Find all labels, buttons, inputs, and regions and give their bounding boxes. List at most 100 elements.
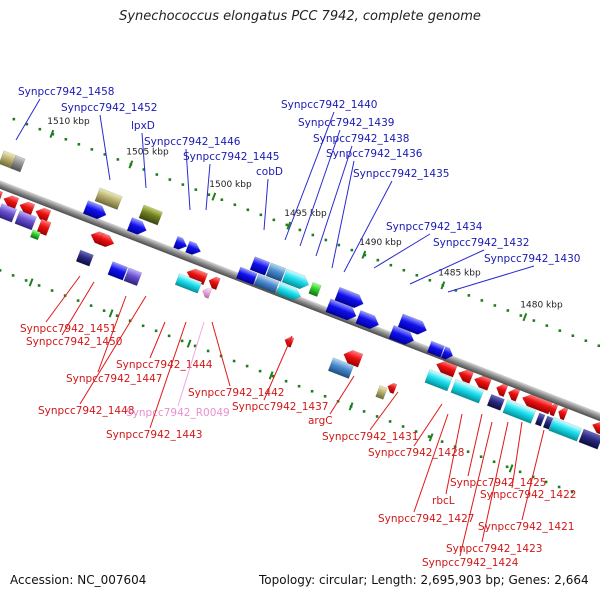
forward-gene-18 xyxy=(355,310,380,330)
forward-gene-16-shape xyxy=(334,286,364,309)
bottom-gene-label-pointer xyxy=(369,391,399,431)
scale-dot xyxy=(167,334,171,338)
scale-dot xyxy=(480,299,484,302)
forward-gene-9-shape xyxy=(249,256,271,276)
reverse-gene-32 xyxy=(502,399,537,424)
top-gene-label: Synpcc7942_1430 xyxy=(484,253,580,265)
scale-dot xyxy=(571,334,575,337)
reverse-gene-36-shape xyxy=(534,412,546,427)
top-gene-label-pointer xyxy=(15,98,41,141)
forward-gene-21 xyxy=(426,340,445,358)
scale-dot xyxy=(115,314,119,318)
scale-dot xyxy=(24,279,28,282)
bottom-gene-label: Synpcc7942_1442 xyxy=(188,387,284,399)
scale-dot xyxy=(557,485,561,489)
scale-dot xyxy=(220,198,224,202)
scale-dot xyxy=(532,319,536,322)
scale-dot xyxy=(544,480,548,484)
forward-gene-6-shape xyxy=(126,217,147,235)
forward-gene-7 xyxy=(173,235,188,250)
reverse-gene-24-shape xyxy=(436,360,458,378)
scale-dot xyxy=(389,263,393,267)
reverse-gene-34 xyxy=(548,403,559,417)
forward-gene-21-shape xyxy=(426,340,445,358)
reverse-gene-6-shape xyxy=(0,203,18,223)
top-gene-label-pointer xyxy=(331,160,355,269)
top-gene-label-pointer xyxy=(263,178,269,231)
bottom-gene-label-pointer xyxy=(45,275,81,323)
forward-gene-3-shape xyxy=(94,187,123,210)
reverse-gene-13 xyxy=(107,261,129,281)
scale-dot xyxy=(168,178,172,181)
bottom-gene-label: Synpcc7942_1424 xyxy=(422,557,519,569)
scale-dot xyxy=(467,294,471,297)
forward-gene-6 xyxy=(126,217,147,235)
rna-gene-label-pointer xyxy=(177,321,205,407)
bottom-gene-label-pointer xyxy=(521,429,545,521)
scale-dot xyxy=(272,218,276,222)
scale-dot xyxy=(388,420,392,423)
bottom-gene-label: Synpcc7942_1431 xyxy=(322,431,418,443)
tick-mark xyxy=(361,250,367,259)
forward-gene-22-shape xyxy=(440,346,454,360)
bottom-gene-label: Synpcc7942_1425 xyxy=(450,477,546,489)
reverse-gene-28 xyxy=(450,379,485,404)
scale-dot xyxy=(103,153,107,156)
forward-gene-19-shape xyxy=(397,313,427,335)
scale-dot xyxy=(415,273,419,277)
forward-gene-5 xyxy=(138,204,163,226)
forward-gene-3 xyxy=(94,187,123,210)
scale-dot xyxy=(246,208,250,212)
tick-mark xyxy=(49,129,55,138)
scale-dot xyxy=(492,460,496,464)
forward-gene-7-shape xyxy=(173,235,188,250)
forward-gene-10 xyxy=(265,262,287,282)
scale-dot xyxy=(284,379,288,383)
inner-tick-mark xyxy=(508,464,514,473)
forward-gene-14 xyxy=(253,273,280,294)
scale-dot xyxy=(37,284,41,287)
reverse-gene-14 xyxy=(123,267,143,287)
scale-dot xyxy=(128,319,132,323)
scale-dot xyxy=(519,314,523,317)
scale-dot xyxy=(51,132,55,136)
tick-label: 1480 kbp xyxy=(520,300,563,310)
bottom-gene-label: Synpcc7942_1427 xyxy=(378,513,474,525)
top-gene-label-pointer xyxy=(284,111,335,241)
forward-gene-20 xyxy=(388,325,415,345)
top-gene-label-pointer xyxy=(205,163,211,211)
reverse-gene-33-shape xyxy=(522,394,553,415)
bottom-gene-label-pointer xyxy=(149,321,187,429)
forward-gene-16 xyxy=(334,286,364,309)
forward-gene-2-shape xyxy=(10,155,26,173)
reverse-gene-38 xyxy=(548,417,583,442)
scale-dot xyxy=(505,465,509,469)
scale-dot xyxy=(181,183,185,186)
reverse-gene-33 xyxy=(522,394,553,415)
scale-dot xyxy=(570,490,574,494)
reverse-gene-17 xyxy=(174,273,203,294)
forward-gene-10-shape xyxy=(265,262,287,282)
scale-dot xyxy=(350,248,354,252)
reverse-gene-31 xyxy=(486,393,505,411)
reverse-gene-18-shape xyxy=(202,287,213,299)
scale-dot xyxy=(102,309,106,312)
scale-dot xyxy=(194,188,198,191)
reverse-gene-8-shape xyxy=(36,218,52,236)
bottom-gene-label: Synpcc7942_1444 xyxy=(116,359,213,371)
bottom-gene-label-pointer xyxy=(459,421,493,557)
reverse-gene-8 xyxy=(36,218,52,236)
reverse-gene-9 xyxy=(29,229,41,241)
bottom-gene-label: Synpcc7942_1421 xyxy=(478,521,574,533)
forward-gene-4-shape xyxy=(82,200,107,220)
reverse-gene-34-shape xyxy=(548,403,559,417)
top-gene-label: Synpcc7942_1446 xyxy=(144,136,241,148)
reverse-gene-7-shape xyxy=(14,210,37,231)
top-gene-label: Synpcc7942_1458 xyxy=(18,86,114,98)
scale-dot xyxy=(428,278,432,282)
reverse-gene-36 xyxy=(534,412,546,427)
bottom-gene-label: Synpcc7942_1428 xyxy=(368,447,464,459)
reverse-gene-24 xyxy=(436,360,458,378)
scale-dot xyxy=(206,349,210,353)
